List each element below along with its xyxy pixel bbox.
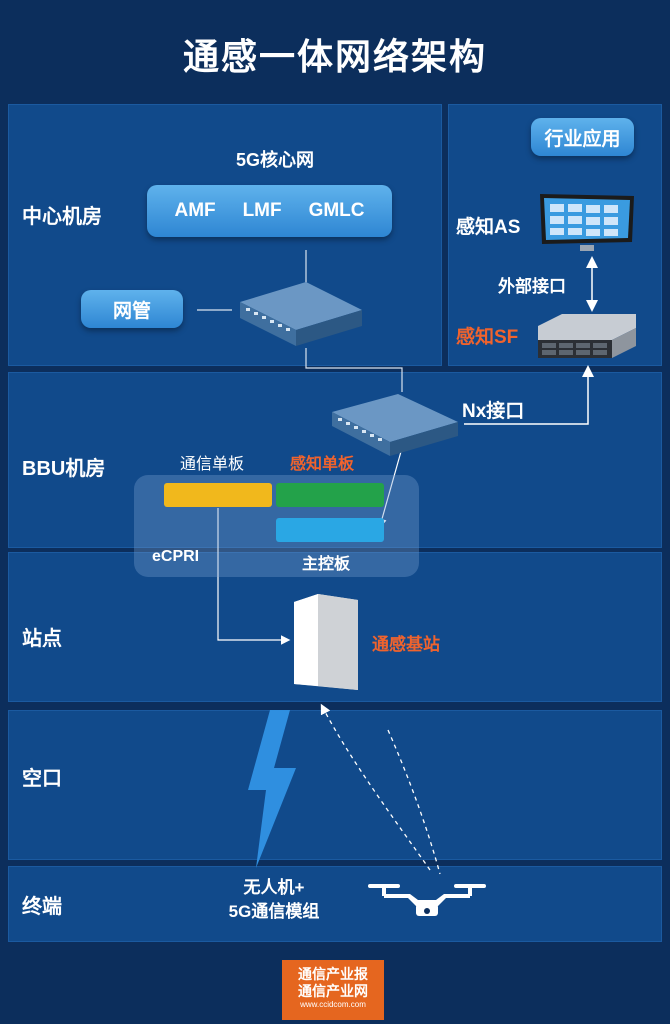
sensing-board-label: 感知单板 [290,456,355,473]
external-interface-label: 外部接口 [498,277,566,296]
drone-icon [368,884,486,916]
network-management-box: 网管 [81,290,183,328]
logo-line-2: 通信产业网 [298,983,368,999]
echo-path-outgoing [387,729,441,875]
base-station-label: 通感基站 [372,635,440,654]
bbu-switch-icon [332,394,458,456]
core-switch-icon [240,282,362,346]
nx-interface-label: Nx接口 [462,401,525,422]
row-label-terminal: 终端 [22,896,62,918]
switch-to-mainboard-line [377,447,403,529]
core-item-lmf: LMF [242,200,282,221]
publisher-logo: 通信产业报 通信产业网 www.ccidcom.com [282,960,384,1020]
terminal-line-1: 无人机+ [243,878,305,897]
switch-to-bbu-line [305,348,403,392]
comm-board-label: 通信单板 [180,456,245,473]
industry-application-box: 行业应用 [531,118,634,156]
comm-board [164,483,272,507]
terminal-line-2: 5G通信模组 [228,902,320,921]
core-network-box: AMF LMF GMLC [147,185,392,237]
sensing-as-label: 感知AS [456,217,521,238]
nx-interface-line [464,365,594,425]
logo-line-1: 通信产业报 [298,966,368,982]
row-label-site: 站点 [22,628,62,650]
sensing-sf-server-icon [538,314,636,358]
sensing-board [276,483,384,507]
main-control-board [276,518,384,542]
air-row-panel [8,710,662,860]
logo-url: www.ccidcom.com [300,1000,366,1009]
ecpri-line [217,508,291,645]
row-label-bbu: BBU机房 [22,458,106,480]
terminal-text: 无人机+ 5G通信模组 [196,876,352,924]
sensing-sf-label: 感知SF [456,327,519,348]
row-label-center: 中心机房 [22,206,102,228]
core-item-gmlc: GMLC [308,200,365,221]
ecpri-label: eCPRI [152,548,200,565]
core-item-amf: AMF [174,200,216,221]
main-control-board-label: 主控板 [302,556,351,573]
echo-path-incoming [320,703,431,871]
sensing-as-monitor-icon [540,194,634,251]
page-title: 通感一体网络架构 [182,36,487,77]
row-label-air: 空口 [22,768,62,790]
wireless-bolt-icon [248,710,296,868]
core-network-caption: 5G核心网 [236,150,315,170]
terminal-row-panel [8,866,662,942]
base-station-icon [294,594,358,690]
